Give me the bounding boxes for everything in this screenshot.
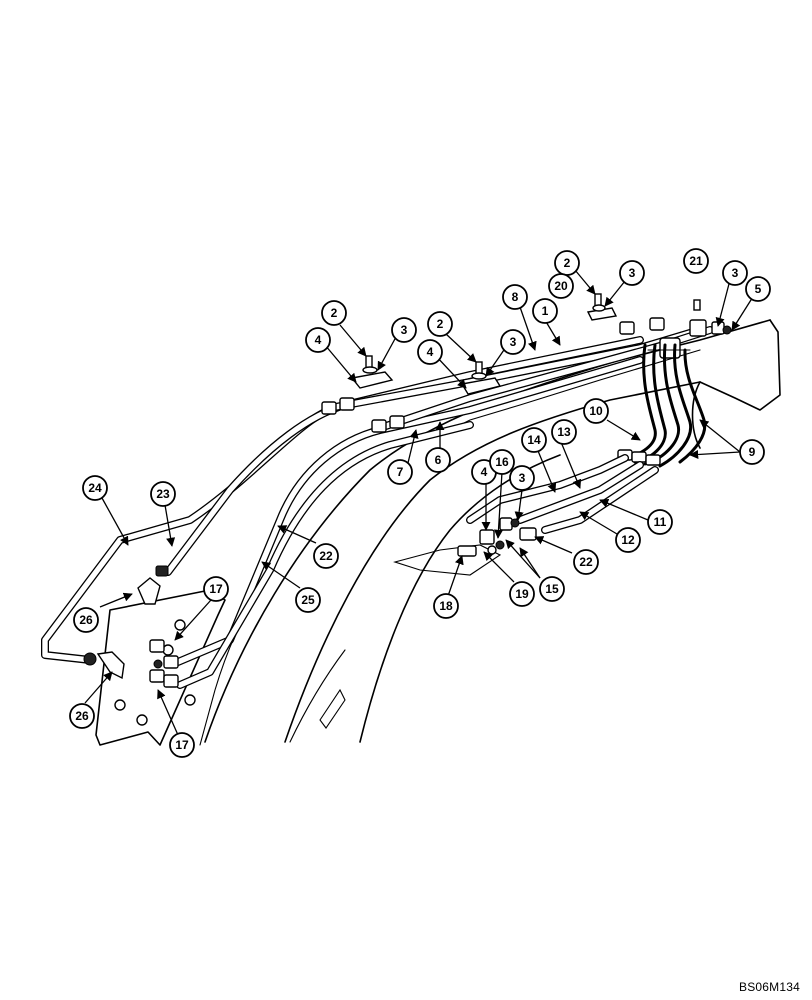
svg-text:3: 3: [629, 266, 636, 280]
drawing-code: BS06M134: [739, 980, 800, 994]
svg-text:3: 3: [401, 323, 408, 337]
callout-2: 2: [321, 300, 347, 326]
svg-text:2: 2: [564, 256, 571, 270]
callout-10: 10: [583, 398, 609, 424]
callout-2: 2: [554, 250, 580, 276]
callout-3: 3: [391, 317, 417, 343]
callout-3: 3: [619, 260, 645, 286]
callouts: 1 2 2 2 3 3 3 3 3 4 4 4 5 6 7 8 9 10 11 …: [69, 248, 771, 758]
svg-text:7: 7: [397, 465, 404, 479]
callout-4: 4: [305, 327, 331, 353]
svg-text:17: 17: [209, 582, 223, 596]
callout-9: 9: [739, 439, 765, 465]
svg-text:4: 4: [427, 345, 434, 359]
mounting-plate: [95, 589, 226, 746]
svg-text:4: 4: [315, 333, 322, 347]
callout-22: 22: [573, 549, 599, 575]
callout-17: 17: [169, 732, 195, 758]
callout-7: 7: [387, 459, 413, 485]
svg-text:2: 2: [437, 317, 444, 331]
lower-valve-group: [393, 517, 537, 576]
callout-25: 25: [295, 587, 321, 613]
callout-4: 4: [417, 339, 443, 365]
callout-11: 11: [647, 509, 673, 535]
svg-text:18: 18: [439, 599, 453, 613]
callout-22: 22: [313, 543, 339, 569]
svg-text:3: 3: [519, 471, 526, 485]
callout-3: 3: [509, 465, 535, 491]
callout-26: 26: [69, 703, 95, 729]
svg-text:20: 20: [554, 279, 568, 293]
svg-text:6: 6: [435, 453, 442, 467]
svg-text:3: 3: [732, 266, 739, 280]
svg-text:22: 22: [579, 555, 593, 569]
svg-text:19: 19: [515, 587, 529, 601]
svg-text:9: 9: [749, 445, 756, 459]
svg-text:5: 5: [755, 282, 762, 296]
callout-20: 20: [548, 273, 574, 299]
svg-text:22: 22: [319, 549, 333, 563]
callout-12: 12: [615, 527, 641, 553]
leader-lines: [84, 269, 757, 736]
callout-1: 1: [532, 298, 558, 324]
svg-text:23: 23: [156, 487, 170, 501]
callout-15: 15: [539, 576, 565, 602]
callout-23: 23: [150, 481, 176, 507]
svg-text:12: 12: [621, 533, 635, 547]
callout-8: 8: [502, 284, 528, 310]
callout-21: 21: [683, 248, 709, 274]
callout-26: 26: [73, 607, 99, 633]
hose-bundle: [617, 343, 707, 468]
callout-6: 6: [425, 447, 451, 473]
callout-5: 5: [745, 276, 771, 302]
callout-24: 24: [82, 475, 108, 501]
callout-13: 13: [551, 419, 577, 445]
callout-18: 18: [433, 593, 459, 619]
svg-text:21: 21: [689, 254, 703, 268]
callout-3: 3: [722, 260, 748, 286]
lower-tube-bundle: [466, 454, 659, 534]
svg-text:13: 13: [557, 425, 571, 439]
svg-text:10: 10: [589, 404, 603, 418]
svg-text:8: 8: [512, 290, 519, 304]
svg-text:26: 26: [79, 613, 93, 627]
svg-text:1: 1: [542, 304, 549, 318]
loader-arm-outline: [199, 319, 781, 746]
svg-text:14: 14: [527, 433, 541, 447]
svg-text:25: 25: [301, 593, 315, 607]
svg-text:16: 16: [495, 455, 509, 469]
svg-text:4: 4: [481, 465, 488, 479]
svg-text:2: 2: [331, 306, 338, 320]
callout-2: 2: [427, 311, 453, 337]
clamp-assemblies: [350, 293, 701, 395]
callout-14: 14: [521, 427, 547, 453]
callout-19: 19: [509, 581, 535, 607]
svg-text:15: 15: [545, 582, 559, 596]
svg-text:26: 26: [75, 709, 89, 723]
svg-text:17: 17: [175, 738, 189, 752]
callout-3: 3: [500, 329, 526, 355]
lower-left-fittings: [83, 565, 179, 688]
callout-16: 16: [489, 449, 515, 475]
svg-text:3: 3: [510, 335, 517, 349]
callout-17: 17: [203, 576, 229, 602]
svg-text:24: 24: [88, 481, 102, 495]
svg-text:11: 11: [654, 515, 667, 529]
